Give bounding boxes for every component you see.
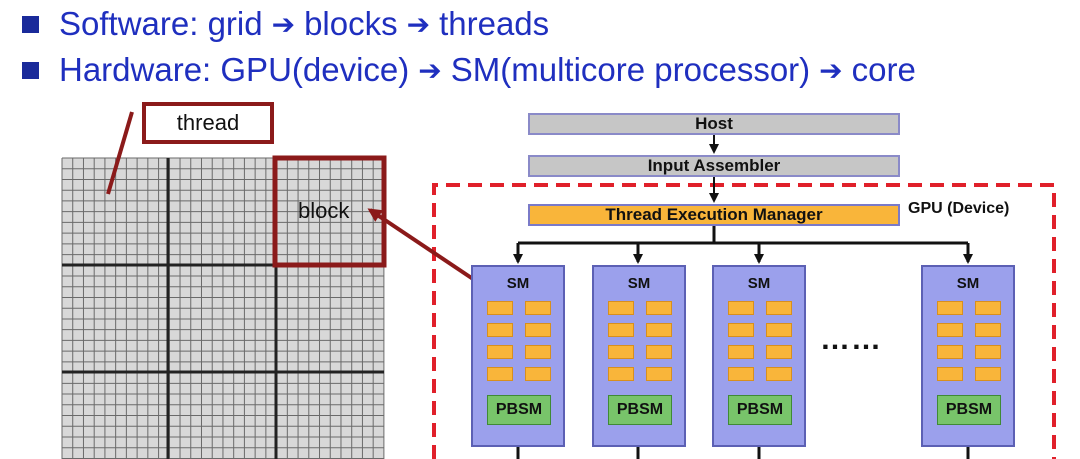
input-assembler-bar: Input Assembler	[528, 155, 900, 177]
thread-execution-manager-bar: Thread Execution Manager	[528, 204, 900, 226]
pbsm-block: PBSM	[937, 395, 1001, 425]
core-cell	[766, 345, 792, 359]
bullet-hardware-item-1: SM(multicore processor)	[450, 51, 811, 88]
core-cell	[525, 301, 551, 315]
sm-title: SM	[747, 275, 771, 292]
bullet-hardware-item-2: core	[851, 51, 916, 88]
core-cell	[646, 323, 672, 337]
pbsm-block: PBSM	[608, 395, 672, 425]
pbsm-block: PBSM	[487, 395, 551, 425]
core-cell	[646, 345, 672, 359]
sm-unit: SM PBSM	[471, 265, 565, 447]
thread-grid	[61, 157, 385, 459]
bullet-hardware: Hardware: GPU(device) ➔ SM(multicore pro…	[22, 48, 916, 92]
arrow-right-icon: ➔	[819, 54, 843, 86]
core-cell	[487, 345, 513, 359]
core-cell	[766, 301, 792, 315]
pbsm-block: PBSM	[728, 395, 792, 425]
core-cell	[646, 367, 672, 381]
core-cell	[728, 367, 754, 381]
bullet-software-item-1: blocks	[304, 5, 398, 42]
core-cell	[937, 345, 963, 359]
gpu-device-border	[432, 183, 1056, 459]
sm-title: SM	[627, 275, 651, 292]
core-cell	[608, 367, 634, 381]
sm-to-block-arrow	[367, 208, 484, 287]
thread-callout-line	[106, 111, 134, 195]
core-cell	[766, 323, 792, 337]
core-cell	[975, 323, 1001, 337]
arrow-right-icon: ➔	[271, 8, 296, 40]
core-cell	[728, 323, 754, 337]
core-cell	[937, 301, 963, 315]
core-cell	[937, 323, 963, 337]
bullet-hardware-prefix: Hardware: GPU(device)	[59, 51, 410, 88]
thread-label: thread	[142, 102, 274, 144]
bullet-software: Software: grid ➔ blocks ➔ threads	[22, 2, 549, 46]
sm-feed-arrows	[513, 243, 973, 459]
core-cell	[975, 367, 1001, 381]
host-bar: Host	[528, 113, 900, 135]
core-cell	[525, 367, 551, 381]
sm-title: SM	[506, 275, 530, 292]
sm-unit: SM PBSM	[712, 265, 806, 447]
more-sms-ellipsis: ……	[820, 323, 882, 356]
core-cell	[766, 367, 792, 381]
core-cell	[975, 301, 1001, 315]
core-cell	[487, 367, 513, 381]
arrow-right-icon: ➔	[406, 8, 431, 40]
sm-title: SM	[956, 275, 980, 292]
sm-unit: SM PBSM	[592, 265, 686, 447]
bullet-square-icon	[22, 61, 39, 79]
core-cell	[525, 323, 551, 337]
core-cell	[975, 345, 1001, 359]
arrow-right-icon: ➔	[418, 54, 442, 86]
bullet-software-prefix: Software: grid	[59, 5, 263, 42]
gpu-device-label: GPU (Device)	[908, 200, 1010, 217]
sm-unit: SM PBSM	[921, 265, 1015, 447]
core-cell	[487, 323, 513, 337]
core-cell	[728, 301, 754, 315]
core-cell	[487, 301, 513, 315]
core-cell	[525, 345, 551, 359]
core-cell	[608, 301, 634, 315]
core-cell	[728, 345, 754, 359]
core-cell	[646, 301, 672, 315]
bullet-square-icon	[22, 15, 39, 33]
block-label: block	[298, 198, 350, 223]
core-cell	[608, 345, 634, 359]
bullet-software-item-2: threads	[439, 5, 550, 42]
core-cell	[937, 367, 963, 381]
core-cell	[608, 323, 634, 337]
block-highlight	[272, 155, 387, 268]
